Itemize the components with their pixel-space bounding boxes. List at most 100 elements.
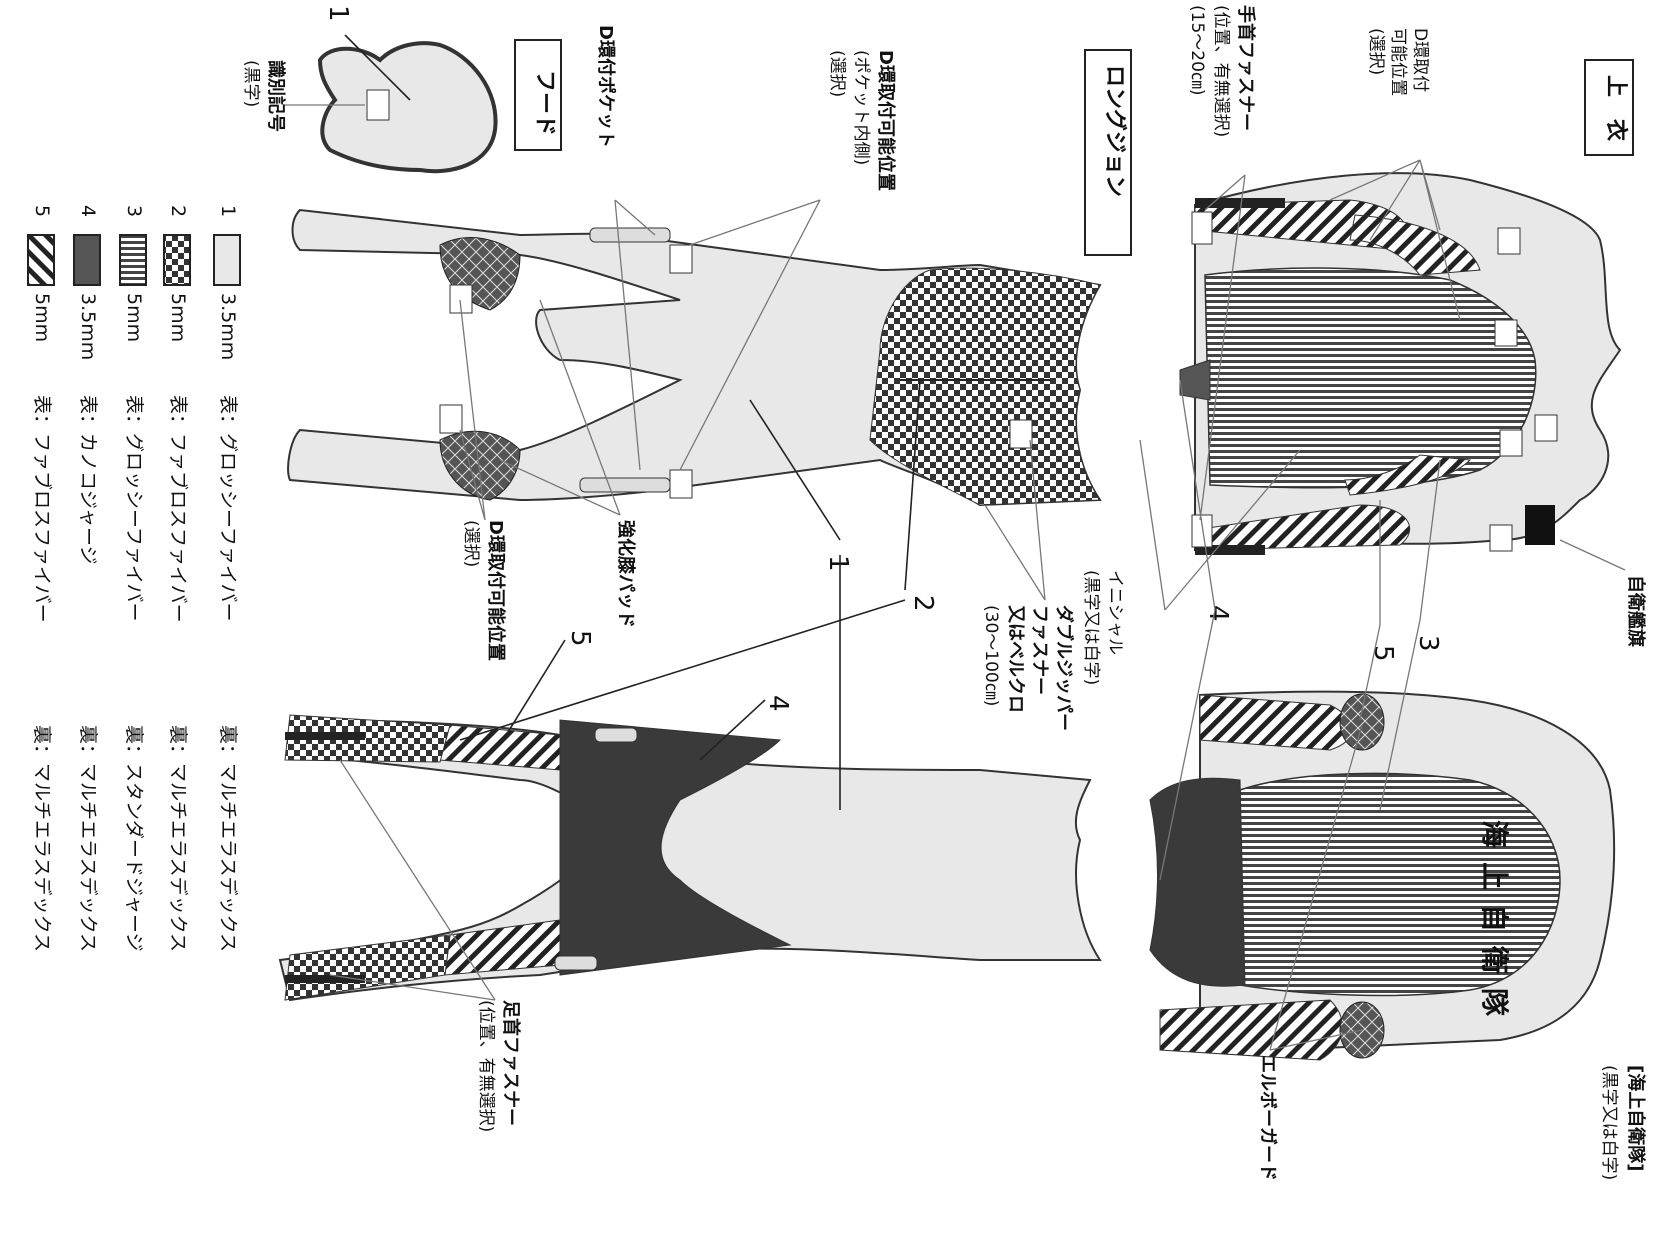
long-john-back-leg-lower [444, 919, 561, 976]
long-john-back-calf-right [284, 934, 451, 1001]
wrist-tag-right [1191, 514, 1213, 548]
label-d-ring-pocket: D環付ポケット [595, 25, 617, 148]
label-sdf-flag: 自衛艦旗 [1625, 575, 1647, 647]
label-double-zipper: ダブルジッパー ファスナー 又はベルクロ (30～100㎝) [981, 604, 1075, 731]
legend-swatch [73, 234, 101, 286]
callout-jacket-4: 4 [1203, 605, 1233, 622]
initial-patch [1009, 419, 1033, 449]
callout-hood-1: 1 [323, 5, 353, 22]
svg-text:上 衣: 上 衣 [1603, 75, 1629, 141]
svg-text:イニシャル: イニシャル [1105, 570, 1125, 655]
hood-outline [317, 41, 498, 174]
svg-text:(選択): (選択) [827, 50, 847, 97]
legend-outer: 表：ファブロスファイバー [31, 395, 54, 623]
material-legend: 13.5mm表：グロッシーファイバー裏：マルチエラスデックス25mm表：ファブロ… [27, 205, 241, 952]
legend-swatch [119, 234, 147, 286]
label-knee-pad: 強化膝パッド [615, 520, 637, 628]
jacket-front-torso-stripe [1204, 267, 1537, 489]
svg-text:[海上自衛隊]: [海上自衛隊] [1625, 1065, 1647, 1171]
ankle-zip-right [285, 975, 365, 983]
svg-text:(ポケット内側): (ポケット内側) [851, 50, 871, 165]
legend-number: 5 [31, 205, 53, 217]
legend-swatch [163, 234, 191, 286]
legend-inner: 裏：マルチエラスデックス [77, 725, 99, 952]
legend-number: 1 [217, 205, 239, 217]
jacket-front-left-shoulder [1349, 214, 1481, 276]
ankle-zip-left [285, 732, 365, 740]
svg-text:可能位置: 可能位置 [1388, 28, 1408, 96]
d-ring-lj-4 [439, 404, 463, 434]
elbow-guard-left [1339, 693, 1385, 751]
d-ring-spot-4 [1499, 429, 1523, 457]
label-elbow-guard: エルボーガード [1257, 1055, 1278, 1181]
long-john-front [287, 208, 1102, 507]
callout-lj-1: 1 [823, 555, 853, 572]
id-mark-patch [366, 89, 390, 121]
svg-text:又はベルクロ: 又はベルクロ [1005, 604, 1026, 713]
svg-text:D環取付可能位置: D環取付可能位置 [875, 50, 897, 191]
legend-swatch [27, 234, 55, 286]
wrist-zip-left [1195, 198, 1285, 208]
svg-text:D環取付可能位置: D環取付可能位置 [485, 520, 507, 661]
long-john-leader-lines [329, 199, 1046, 1001]
callout-lj-2: 2 [908, 595, 938, 612]
legend-swatch [213, 234, 241, 286]
legend-inner: 裏：マルチエラスデックス [217, 725, 239, 952]
svg-text:(位置、有無選択): (位置、有無選択) [1211, 5, 1231, 137]
pocket-right [579, 477, 671, 493]
legend-inner: 裏：マルチエラスデックス [31, 725, 53, 952]
svg-text:(黒字又は白字): (黒字又は白字) [1081, 570, 1101, 685]
label-jmsdf: [海上自衛隊] (黒字又は白字) [1599, 1065, 1647, 1180]
legend-thickness: 5mm [167, 293, 189, 342]
wrist-zip-right [1195, 545, 1265, 555]
section-title-jacket: 上 衣 [1584, 59, 1634, 156]
svg-text:(選択): (選択) [1366, 28, 1386, 75]
pocket-left [589, 227, 671, 243]
section-title-hood: フード [514, 39, 562, 151]
label-initial: イニシャル (黒字又は白字) [1081, 570, 1125, 685]
legend-inner: 裏：マルチエラスデックス [167, 725, 189, 952]
svg-text:ダブルジッパー: ダブルジッパー [1053, 605, 1075, 731]
svg-text:識別記号: 識別記号 [265, 60, 287, 132]
hood [317, 41, 498, 174]
legend-thickness: 3.5mm [217, 293, 239, 360]
svg-text:ロングジョン: ロングジョン [1102, 65, 1128, 197]
svg-text:(黒字又は白字): (黒字又は白字) [1599, 1065, 1619, 1180]
sdf-flag-patch [1525, 505, 1555, 545]
svg-text:(選択): (選択) [461, 520, 481, 567]
jacket-front [1179, 172, 1622, 555]
callout-lj-4: 4 [763, 695, 793, 712]
legend-thickness: 5mm [123, 293, 145, 342]
label-d-ring-knee: D環取付可能位置 (選択) [461, 520, 507, 661]
d-ring-spot-5 [1489, 524, 1513, 552]
legend-outer: 表：カノコジャージ [77, 395, 99, 565]
legend-number: 2 [167, 205, 189, 217]
legend-thickness: 3.5mm [77, 293, 99, 360]
long-john-front-knee-right [439, 430, 521, 501]
svg-text:(15～20㎝): (15～20㎝) [1187, 5, 1207, 96]
jacket-front-right-arm [1194, 504, 1410, 551]
jacket-back: 海上自衛隊 [1149, 690, 1616, 1061]
callout-lj-5: 5 [565, 630, 595, 647]
d-ring-lj-2 [669, 469, 693, 499]
long-john-back-calf-left [284, 714, 451, 763]
legend-inner: 裏：スタンダードジャージ [123, 725, 145, 952]
hood-leader-lines [285, 34, 411, 106]
lj-back-pocket-2 [554, 955, 598, 971]
long-john-front-chest [869, 267, 1101, 506]
d-ring-spot-1 [1497, 227, 1521, 255]
legend-number: 3 [123, 205, 145, 217]
jacket-back-torso-stripe [1239, 772, 1561, 997]
legend-number: 4 [77, 205, 99, 217]
long-john-back [278, 714, 1102, 1002]
jacket-back-right-arm [1159, 999, 1343, 1061]
svg-text:D環取付: D環取付 [1410, 28, 1430, 92]
d-ring-lj-1 [669, 244, 693, 274]
label-ankle-fastener: 足首ファスナー (位置、有無選択) [476, 1000, 522, 1132]
jacket-front-crotch-tab [1179, 359, 1211, 401]
jacket-leader-lines [1139, 159, 1626, 1051]
